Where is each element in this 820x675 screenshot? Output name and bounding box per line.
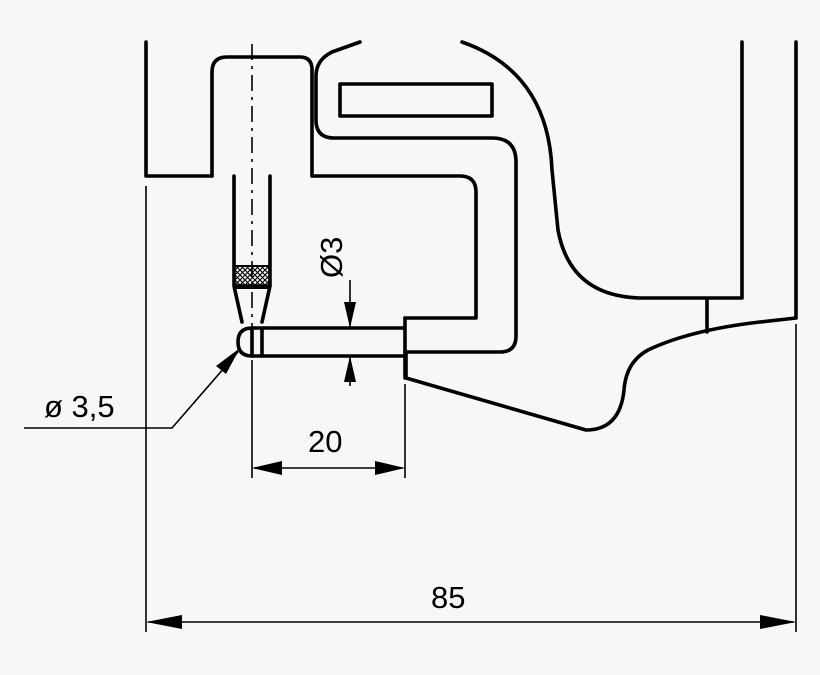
- arrow-bar-diameter-top: [344, 302, 356, 328]
- frame-lower-curve: [404, 316, 798, 432]
- arrow-depth-left: [252, 461, 282, 475]
- spindle-housing: [210, 55, 314, 178]
- label-depth: 20: [308, 424, 342, 459]
- arrow-tip-diameter: [216, 348, 240, 374]
- arrow-bar-diameter-bottom: [344, 356, 356, 382]
- dimension-line-bar-diameter: [330, 280, 405, 386]
- arrow-overall-right: [760, 615, 796, 629]
- arrow-overall-left: [146, 615, 182, 629]
- measuring-bar: [250, 316, 407, 380]
- label-tip-diameter: ø 3,5: [44, 389, 115, 424]
- arrow-depth-right: [375, 461, 405, 475]
- body-left-edge: [144, 40, 214, 178]
- frame-window-slot: [338, 82, 494, 118]
- frame-throat: [310, 40, 518, 354]
- label-bar-diameter: Ø3: [314, 237, 349, 278]
- ball-tip: [236, 326, 254, 358]
- label-overall-length: 85: [431, 580, 465, 615]
- frame-outer-curve: [460, 40, 744, 300]
- leader-tip-diameter: [24, 351, 239, 429]
